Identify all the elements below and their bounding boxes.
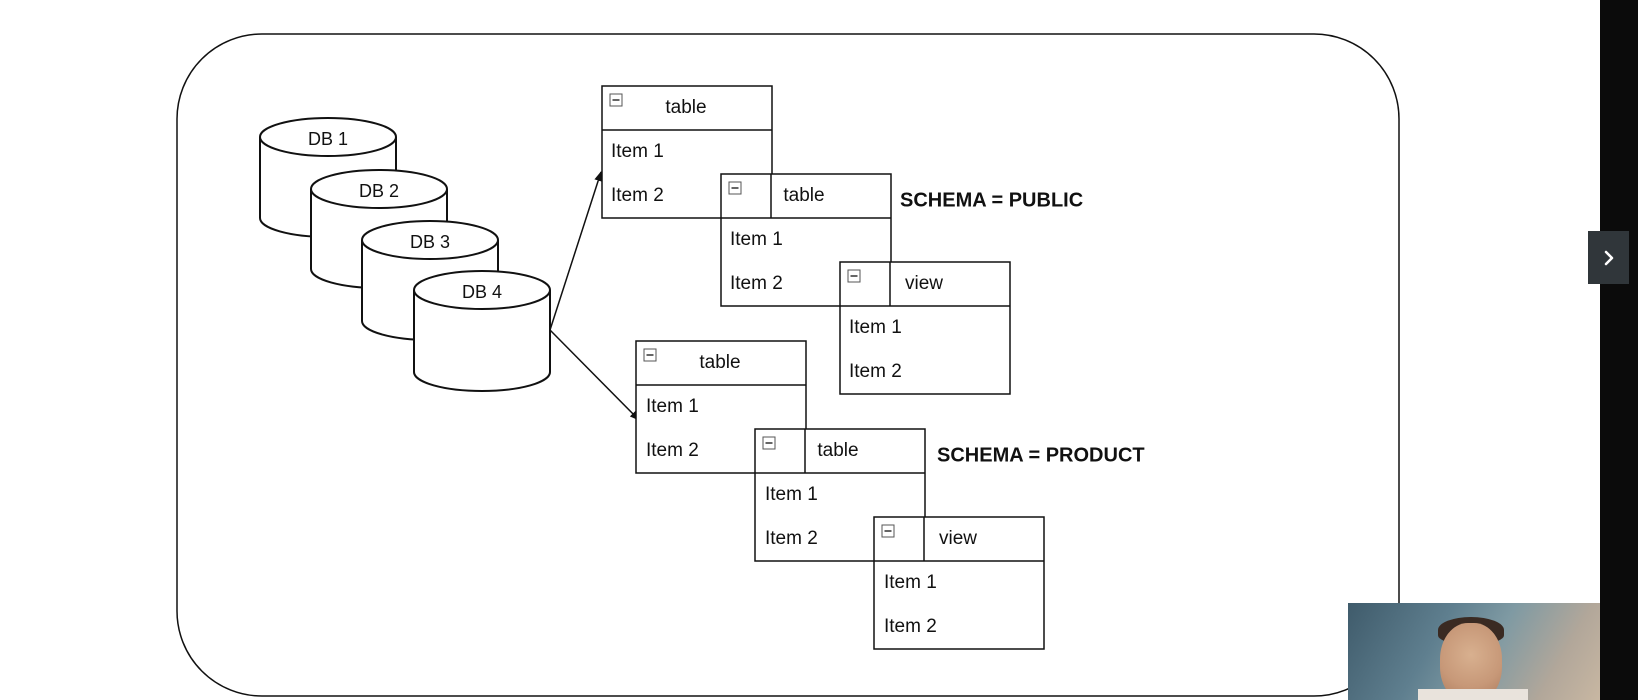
schema-object-box: table Item 1 Item 2 <box>635 340 807 474</box>
webcam-person-shirt <box>1418 689 1528 700</box>
collapse-icon[interactable] <box>881 524 895 538</box>
object-item: Item 1 <box>646 396 699 417</box>
object-item: Item 1 <box>884 572 937 593</box>
object-item: Item 2 <box>730 273 783 294</box>
webcam-person-face <box>1440 623 1502 700</box>
diagram-frame <box>176 33 1400 697</box>
object-title: view <box>939 528 977 549</box>
schema-object-box: view Item 1 Item 2 <box>873 516 1045 650</box>
object-item: Item 1 <box>730 229 783 250</box>
schema-public-group: table Item 1 Item 2 table Item 1 Item 2 <box>601 85 1083 395</box>
arrow-to-product-schema <box>549 329 640 421</box>
collapse-icon[interactable] <box>762 436 776 450</box>
collapse-icon[interactable] <box>847 269 861 283</box>
object-title: table <box>817 440 858 461</box>
object-item: Item 1 <box>611 141 664 162</box>
database-label: DB 1 <box>308 129 348 149</box>
diagram: DB 1 DB 2 DB 3 DB 4 <box>176 33 1400 697</box>
collapse-icon[interactable] <box>728 181 742 195</box>
expand-panel-button[interactable] <box>1588 231 1629 284</box>
slide-area: DB 1 DB 2 DB 3 DB 4 <box>176 33 1400 697</box>
object-title: table <box>699 352 740 373</box>
object-title: table <box>783 185 824 206</box>
schema-label: SCHEMA = PUBLIC <box>900 189 1083 211</box>
chevron-right-icon <box>1604 250 1613 265</box>
schema-object-box: table Item 1 Item 2 <box>601 85 773 219</box>
webcam-overlay <box>1348 603 1600 700</box>
object-item: Item 1 <box>765 484 818 505</box>
object-item: Item 2 <box>611 185 664 206</box>
right-side-strip <box>1600 0 1638 700</box>
arrow-to-public-schema <box>549 171 603 331</box>
collapse-icon[interactable] <box>609 93 623 107</box>
database-db4: DB 4 <box>413 270 551 392</box>
collapse-icon[interactable] <box>643 348 657 362</box>
database-label: DB 4 <box>462 282 502 302</box>
database-label: DB 2 <box>359 181 399 201</box>
object-title: table <box>665 97 706 118</box>
schema-product-group: table Item 1 Item 2 table Item 1 Item 2 <box>635 340 1145 650</box>
schema-object-box: view Item 1 Item 2 <box>839 261 1011 395</box>
object-item: Item 2 <box>765 528 818 549</box>
object-item: Item 2 <box>646 440 699 461</box>
schema-label: SCHEMA = PRODUCT <box>937 444 1145 466</box>
object-title: view <box>905 273 943 294</box>
object-item: Item 2 <box>849 361 902 382</box>
object-item: Item 1 <box>849 317 902 338</box>
object-item: Item 2 <box>884 616 937 637</box>
database-label: DB 3 <box>410 232 450 252</box>
